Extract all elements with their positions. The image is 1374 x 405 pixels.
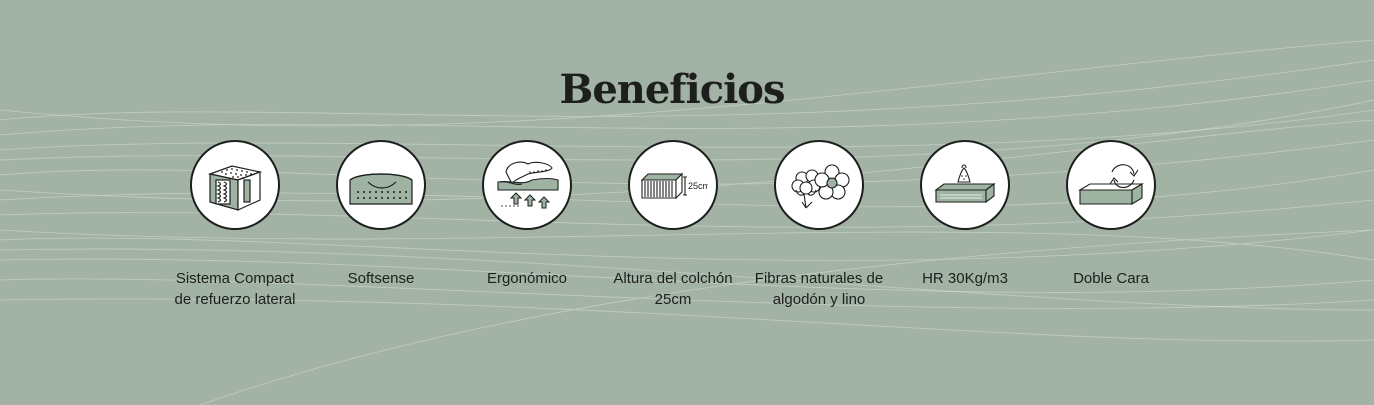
ergonomic-pillow-icon: [497, 161, 559, 209]
benefit-item-mattress-height: 25cm Altura del colchón 25cm: [600, 140, 746, 310]
benefits-list: Sistema Compact de refuerzo lateral: [162, 140, 1184, 310]
benefit-item-natural-fibers: Fibras naturales de algodón y lino: [746, 140, 892, 310]
benefit-icon-circle: 25cm: [628, 140, 718, 230]
benefit-icon-circle: [482, 140, 572, 230]
mattress-height-icon: 25cm: [640, 172, 708, 200]
cotton-flower-icon: [791, 164, 850, 209]
mattress-springs-icon: [207, 165, 263, 211]
benefit-icon-circle: [774, 140, 864, 230]
foam-weight-icon: [934, 164, 996, 204]
benefit-icon-circle: [1066, 140, 1156, 230]
benefit-label: Softsense: [347, 270, 415, 287]
double-sided-icon: [1078, 164, 1144, 205]
benefit-label: Altura del colchón 25cm: [613, 270, 733, 308]
benefit-icon-circle: [920, 140, 1010, 230]
benefit-label: Ergonómico: [486, 270, 568, 287]
section-title: Beneficios: [559, 66, 786, 113]
benefit-item-hr-density: HR 30Kg/m3: [892, 140, 1038, 310]
benefit-label: HR 30Kg/m3: [922, 270, 1008, 287]
benefit-item-double-sided: Doble Cara: [1038, 140, 1184, 310]
benefit-item-compact-system: Sistema Compact de refuerzo lateral: [162, 140, 308, 310]
benefit-label: Sistema Compact de refuerzo lateral: [174, 270, 296, 308]
height-text: 25cm: [688, 181, 708, 191]
benefit-label: Fibras naturales de algodón y lino: [754, 270, 884, 308]
benefit-item-softsense: Softsense: [308, 140, 454, 310]
benefit-item-ergonomic: Ergonómico: [454, 140, 600, 310]
benefit-icon-circle: [190, 140, 280, 230]
benefit-icon-circle: [336, 140, 426, 230]
soft-mattress-icon: [349, 173, 413, 205]
benefit-label: Doble Cara: [1073, 270, 1149, 287]
